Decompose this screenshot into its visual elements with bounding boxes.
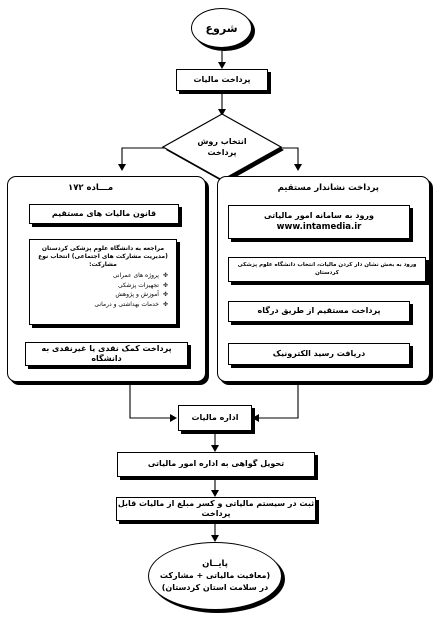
register-label: ثبت در سیستم مالیاتی و کسر مبلغ از مالیا… [117, 498, 315, 518]
list-item: ✤خدمات بهداشتی و درمانی [94, 300, 168, 308]
start-label: شروع [205, 21, 238, 35]
select-university-label: ورود به بخش نشان دار کردن مالیات، انتخاب… [237, 262, 417, 276]
cash-payment-box: پرداخت کمک نقدی یا غیرنقدی به دانشگاه [25, 342, 188, 366]
certificate-label: تحویل گواهی به اداره امور مالیاتی [147, 459, 285, 469]
decision-line-1: انتخاب روش [197, 137, 247, 146]
decision-text: انتخاب روش پرداخت [178, 137, 266, 159]
receipt-label: دریافت رسید الکترونیک [272, 348, 366, 358]
tax-payment-label: پرداخت مالیات [193, 74, 251, 84]
list-header-line-2: (مدیریت مشارکت های اجتماعی) انتخاب نوع م… [38, 253, 168, 269]
select-university-box: ورود به بخش نشان دار کردن مالیات، انتخاب… [228, 257, 426, 282]
list-item: ✤تجهیزات پزشکی [117, 281, 168, 289]
arrow-decision-left [118, 147, 164, 171]
tax-portal-url: www.intamedia.ir [276, 221, 362, 232]
receipt-box: دریافت رسید الکترونیک [228, 343, 410, 365]
tax-office-label: اداره مالیات [191, 412, 239, 422]
register-box: ثبت در سیستم مالیاتی و کسر مبلغ از مالیا… [116, 497, 316, 521]
cash-payment-label: پرداخت کمک نقدی یا غیرنقدی به دانشگاه [41, 343, 172, 363]
tax-payment-box: پرداخت مالیات [176, 69, 268, 91]
end-line-2: (معافیت مالیاتی + مشارکت [159, 571, 271, 581]
bullet-icon: ✤ [162, 281, 168, 289]
law-label: قانون مالیات های مستقیم [51, 208, 157, 218]
bullet-icon: ✤ [162, 291, 168, 299]
tax-portal-label: ورود به سامانه امور مالیاتی [264, 211, 374, 221]
list-item: ✤پروژه های عمرانی [112, 272, 168, 280]
gateway-payment-box: پرداخت مستقیم از طریق درگاه [228, 301, 410, 322]
arrow-decision-right [280, 147, 302, 171]
end-line-1: پایــان [202, 558, 228, 569]
start-node: شروع [191, 8, 252, 48]
tax-office-box: اداره مالیات [178, 405, 252, 431]
decision-line-2: پرداخت [207, 147, 237, 157]
certificate-box: تحویل گواهی به اداره امور مالیاتی [117, 452, 315, 477]
tax-portal-box: ورود به سامانه امور مالیاتی www.intamedi… [228, 205, 410, 239]
list-item: ✤آموزش و پژوهش [115, 291, 168, 299]
bullet-icon: ✤ [162, 272, 168, 280]
right-panel-title: پرداخت نشاندار مستقیم [277, 183, 379, 193]
left-panel-title: مـــاده ۱۷۲ [68, 183, 114, 193]
list-header-line-1: مراجعه به دانشگاه علوم پزشکی کردستان [41, 245, 165, 252]
arrow-left-panel-to-office [129, 384, 177, 422]
end-node: پایــان (معافیت مالیاتی + مشارکت در سلام… [148, 542, 282, 610]
participation-list-box: مراجعه به دانشگاه علوم پزشکی کردستان (مد… [29, 239, 177, 325]
end-line-3: در سلامت استان کردستان) [161, 583, 269, 593]
arrow-right-panel-to-office [252, 384, 299, 422]
gateway-payment-label: پرداخت مستقیم از طریق درگاه [257, 306, 381, 316]
bullet-icon: ✤ [162, 300, 168, 308]
participation-items: ✤پروژه های عمرانی ✤تجهیزات پزشکی ✤آموزش … [38, 272, 168, 308]
law-box: قانون مالیات های مستقیم [29, 204, 179, 224]
